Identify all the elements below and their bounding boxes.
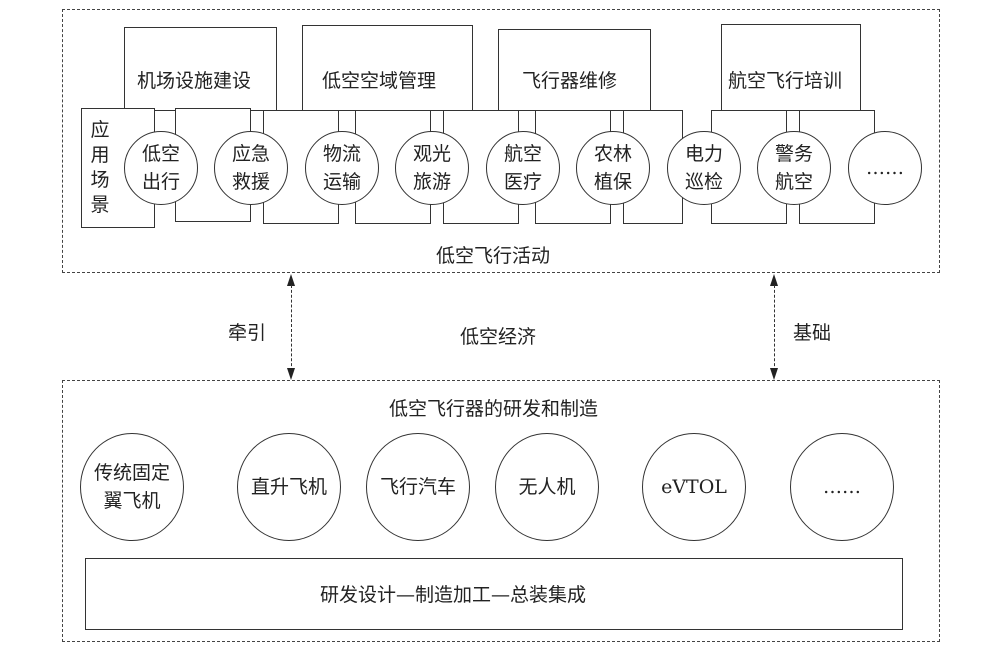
aircraft-rd-manufacturing-panel [62,380,940,642]
dashed-connector-right [774,285,775,371]
scenario-police-aviation: 警务航空 [757,131,831,205]
low-altitude-flight-activities-panel [62,9,940,273]
traction-label: 牵引 [228,322,267,344]
aircraft-evtol: eVTOL [642,433,746,541]
industry-chain-box [85,558,903,630]
scenario-power-inspection: 电力巡检 [667,131,741,205]
scenario-logistics: 物流运输 [305,131,379,205]
foundation-label: 基础 [793,322,832,344]
aircraft-flying-car: 飞行汽车 [366,433,470,541]
dashed-connector-left [291,285,292,371]
support-label-airport: 机场设施建设 [137,70,252,92]
arrow-up-left [287,274,295,286]
scenario-air-medical: 航空医疗 [486,131,560,205]
top-panel-title: 低空飞行活动 [436,245,551,267]
aircraft-fixed-wing: 传统固定翼飞机 [80,433,184,541]
scenario-emergency-rescue: 应急救援 [214,131,288,205]
arrow-up-right [770,274,778,286]
low-altitude-economy-label: 低空经济 [460,326,537,348]
support-box-airspace [302,25,473,111]
bottom-panel-title: 低空飞行器的研发和制造 [389,398,599,420]
aircraft-helicopter: 直升飞机 [237,433,341,541]
industry-chain-label: 研发设计—制造加工—总装集成 [320,584,587,606]
support-label-training: 航空飞行培训 [728,70,843,92]
scenario-low-altitude-travel: 低空出行 [124,131,198,205]
scenario-more: …… [848,131,922,205]
scenario-agriculture: 农林植保 [576,131,650,205]
scenario-sightseeing: 观光旅游 [395,131,469,205]
support-label-airspace: 低空空域管理 [322,70,437,92]
arrow-down-left [287,368,295,380]
arrow-down-right [770,368,778,380]
support-box-training [721,24,861,111]
application-scenario-label: 应 用 场 景 [90,119,110,216]
aircraft-drone: 无人机 [495,433,599,541]
aircraft-more: …… [790,433,894,541]
support-label-maintenance: 飞行器维修 [522,70,618,92]
